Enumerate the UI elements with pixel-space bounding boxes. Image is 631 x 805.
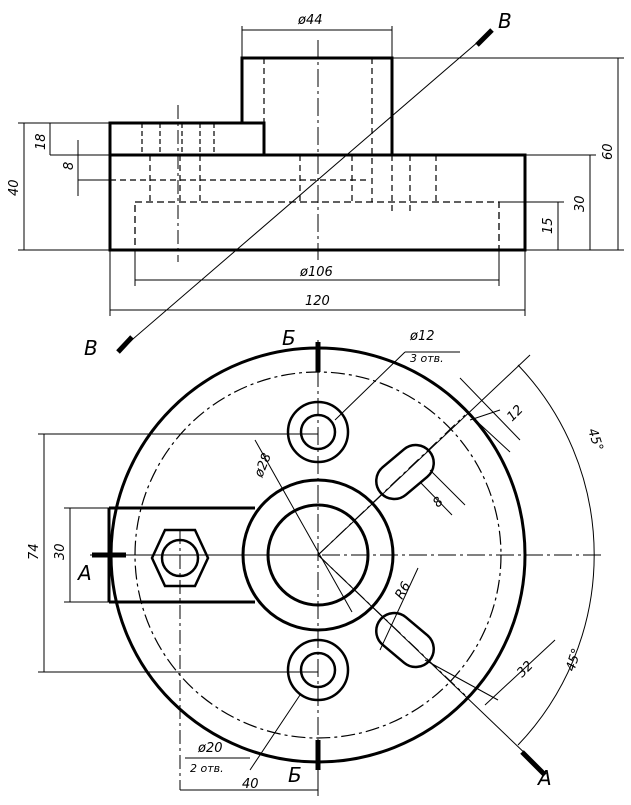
- dim-120: 120: [305, 294, 330, 309]
- boss-outline: [240, 56, 394, 157]
- section-label-b-bottom: B: [84, 336, 98, 360]
- dim-8: 8: [62, 162, 77, 170]
- dim-40-bottom: 40: [242, 777, 259, 792]
- top-view: [38, 340, 605, 796]
- dim-12: 12: [504, 403, 526, 425]
- dim-30: 30: [573, 195, 588, 212]
- dim-30-top: 30: [53, 543, 68, 560]
- section-label-a-left: A: [76, 561, 92, 585]
- section-label-b-top: B: [498, 9, 512, 33]
- dim-d28: ø28: [251, 451, 274, 480]
- dim-d44: ø44: [297, 13, 323, 28]
- dim-45-lower: 45°: [564, 647, 585, 674]
- dim-r6: R6: [392, 580, 414, 602]
- slot-lower: [375, 611, 435, 669]
- hole-callout-qty: 3 отв.: [410, 352, 444, 365]
- section-line-b: [125, 34, 487, 346]
- section-mark: [116, 335, 134, 354]
- dim-d106: ø106: [299, 265, 333, 280]
- front-view: [18, 26, 624, 354]
- section-line-a: [317, 554, 533, 761]
- dim-32: 32: [514, 659, 536, 681]
- section-label-b-lower: Б: [288, 763, 302, 787]
- dim-40: 40: [7, 179, 22, 196]
- dim-15: 15: [541, 217, 556, 234]
- counterbore-callout-qty: 2 отв.: [190, 762, 224, 775]
- hidden-flange: [134, 201, 500, 251]
- section-label-b-upper: Б: [282, 326, 296, 350]
- section-mark: [475, 28, 494, 47]
- hole-callout-dia: ø12: [409, 329, 435, 344]
- lug-outline: [108, 121, 266, 157]
- section-mark: [520, 750, 547, 777]
- dim-45-upper: 45°: [584, 427, 605, 454]
- dim-8-slot: 8: [430, 494, 446, 510]
- section-label-a-right: A: [536, 766, 552, 790]
- dim-60: 60: [601, 143, 616, 160]
- dim-74: 74: [27, 543, 42, 560]
- dim-18: 18: [34, 133, 49, 150]
- counterbore-callout-dia: ø20: [197, 741, 223, 756]
